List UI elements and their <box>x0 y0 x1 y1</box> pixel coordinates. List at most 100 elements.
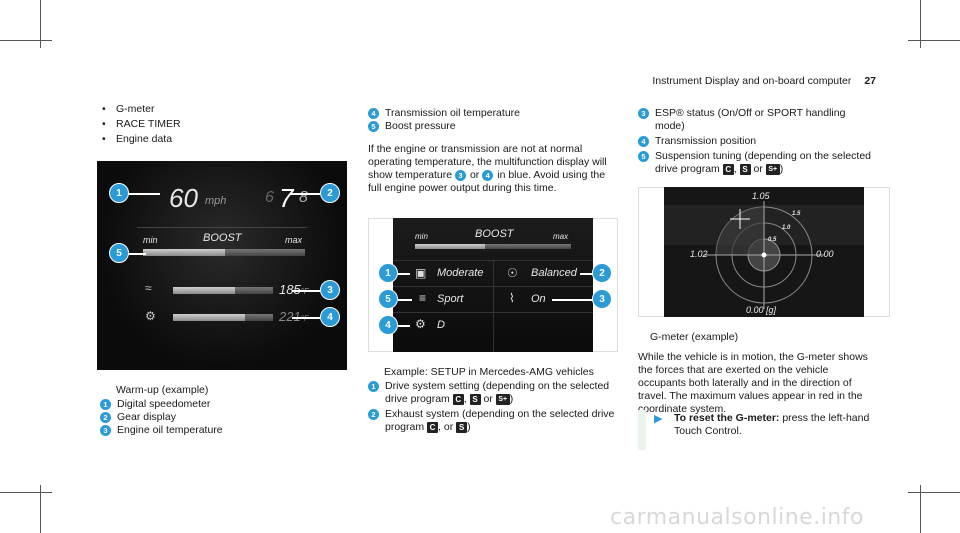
legend-text-part: ) <box>779 163 784 175</box>
watermark: carmanualsonline.info <box>610 505 864 530</box>
legend-text: Engine oil temperature <box>117 424 223 436</box>
legend-item: 5 Boost pressure <box>368 120 618 133</box>
engine-icon: ▣ <box>415 266 427 280</box>
gear-icon: ⚙ <box>415 317 426 331</box>
number-badge: 3 <box>454 169 466 181</box>
grid-line <box>493 260 494 352</box>
g-meter-figure: 1.05 1.02 0.00 0.00 [g] 1.5 1.0 0.5 <box>664 187 864 317</box>
legend-text-part: ) <box>509 393 514 405</box>
legend-text: Exhaust system (depending on the selecte… <box>385 408 615 433</box>
drive-program-splus-key: S+ <box>495 393 510 405</box>
callout-5: 5 <box>378 289 398 309</box>
list-item: Engine data <box>102 133 282 146</box>
drive-program-c-key: C <box>427 421 439 433</box>
callout-line <box>292 290 320 292</box>
boost-bar-fill <box>143 249 225 256</box>
instruction-block: ▶ To reset the G-meter: press the left-h… <box>638 410 876 450</box>
instruction-rest: press the left-hand Touch Control. <box>674 412 870 437</box>
legend-text-part: ) <box>467 421 471 433</box>
number-badge: 4 <box>368 108 379 119</box>
number-badge: 1 <box>368 381 379 392</box>
figure-caption: G-meter (example) <box>650 331 739 343</box>
esp-icon: ⌇ <box>509 291 515 305</box>
number-badge: 4 <box>482 169 494 181</box>
callout-5: 5 <box>109 243 129 263</box>
drive-program-c-key: C <box>722 163 734 175</box>
boost-bar-fill <box>415 244 485 249</box>
crop-mark <box>40 0 41 48</box>
ring-label-1-5: 1.5 <box>792 211 801 217</box>
legend-item: 1 Digital speedometer <box>100 398 340 411</box>
oil-can-icon: ≈ <box>145 281 152 295</box>
gear-prev: 6 <box>265 189 274 206</box>
header-title: Instrument Display and on-board computer <box>652 75 852 87</box>
figure-caption: Warm-up (example) <box>116 384 209 396</box>
drive-mode-label: Moderate <box>437 267 484 279</box>
legend-text: Gear display <box>117 411 176 423</box>
gear-next: 8 <box>299 189 308 206</box>
callout-3: 3 <box>592 289 612 309</box>
legend-text-part: Exhaust system (depending on the selecte… <box>385 408 615 433</box>
arrow-right-icon: ▶ <box>654 413 663 425</box>
oil-temp-number: 185 <box>279 282 301 297</box>
boost-max: max <box>553 232 569 241</box>
instruction-bar <box>638 410 646 450</box>
gear-current: 7 <box>279 183 294 213</box>
legend-text: Suspension tuning (depending on the sele… <box>655 150 871 175</box>
legend-text: Boost pressure <box>385 120 456 132</box>
page-number: 27 <box>864 75 876 87</box>
transmission-label: D <box>437 319 445 331</box>
callout-4: 4 <box>320 307 340 327</box>
list-item: G-meter <box>102 103 282 116</box>
boost-label: BOOST <box>203 232 242 244</box>
divider <box>137 227 307 228</box>
exhaust-mode-label: Balanced <box>531 267 577 279</box>
drive-program-s-key: S <box>739 163 751 175</box>
legend-text-part: Drive system setting (depending on the s… <box>385 380 610 405</box>
number-badge: 5 <box>368 121 379 132</box>
drive-program-splus-key: S+ <box>765 163 780 175</box>
legend-text: Digital speedometer <box>117 398 211 410</box>
topic-list: G-meter RACE TIMER Engine data <box>102 103 282 148</box>
callout-line <box>398 299 412 301</box>
number-badge: 5 <box>638 151 649 162</box>
drive-program-s-key: S <box>456 421 468 433</box>
boost-min: min <box>143 235 158 245</box>
crop-mark <box>0 40 52 41</box>
g-top-value: 1.05 <box>752 191 770 201</box>
crop-mark <box>908 492 960 493</box>
number-badge: 2 <box>368 409 379 420</box>
ring-label-0-5: 0.5 <box>768 237 777 243</box>
instruction-bold: To reset the G-meter: <box>674 412 780 424</box>
g-left-value: 1.02 <box>690 249 708 259</box>
boost-label: BOOST <box>475 228 514 240</box>
figure-caption: Example: SETUP in Mercedes-AMG vehicles <box>384 366 594 378</box>
g-right-value: 0.00 <box>816 249 834 259</box>
number-badge: 1 <box>100 399 111 410</box>
setup-display-figure: min BOOST max ▣ Moderate ☉ Balanced ≡ Sp… <box>393 218 593 352</box>
speed-unit: mph <box>205 195 227 207</box>
callout-2: 2 <box>592 263 612 283</box>
callout-line <box>128 253 146 255</box>
callout-line <box>290 193 320 195</box>
legend-text: Transmission position <box>655 135 757 147</box>
boost-min: min <box>415 232 428 241</box>
paragraph-text: or <box>469 169 480 181</box>
esp-status-label: On <box>531 293 546 305</box>
callout-line <box>292 317 320 319</box>
boost-max: max <box>285 235 303 245</box>
drive-program-s-key: S <box>469 393 481 405</box>
number-badge: 3 <box>100 425 111 436</box>
ring-label-1-0: 1.0 <box>782 225 791 231</box>
legend-item: 2 Exhaust system (depending on the select… <box>368 408 620 434</box>
g-bottom-value: 0.00 [g] <box>746 305 777 315</box>
g-meter-graphic <box>664 201 864 309</box>
transmission-temp-icon: ⚙ <box>145 309 156 323</box>
callout-2: 2 <box>320 183 340 203</box>
legend-text: ESP® status (On/Off or SPORT handling mo… <box>655 107 846 132</box>
